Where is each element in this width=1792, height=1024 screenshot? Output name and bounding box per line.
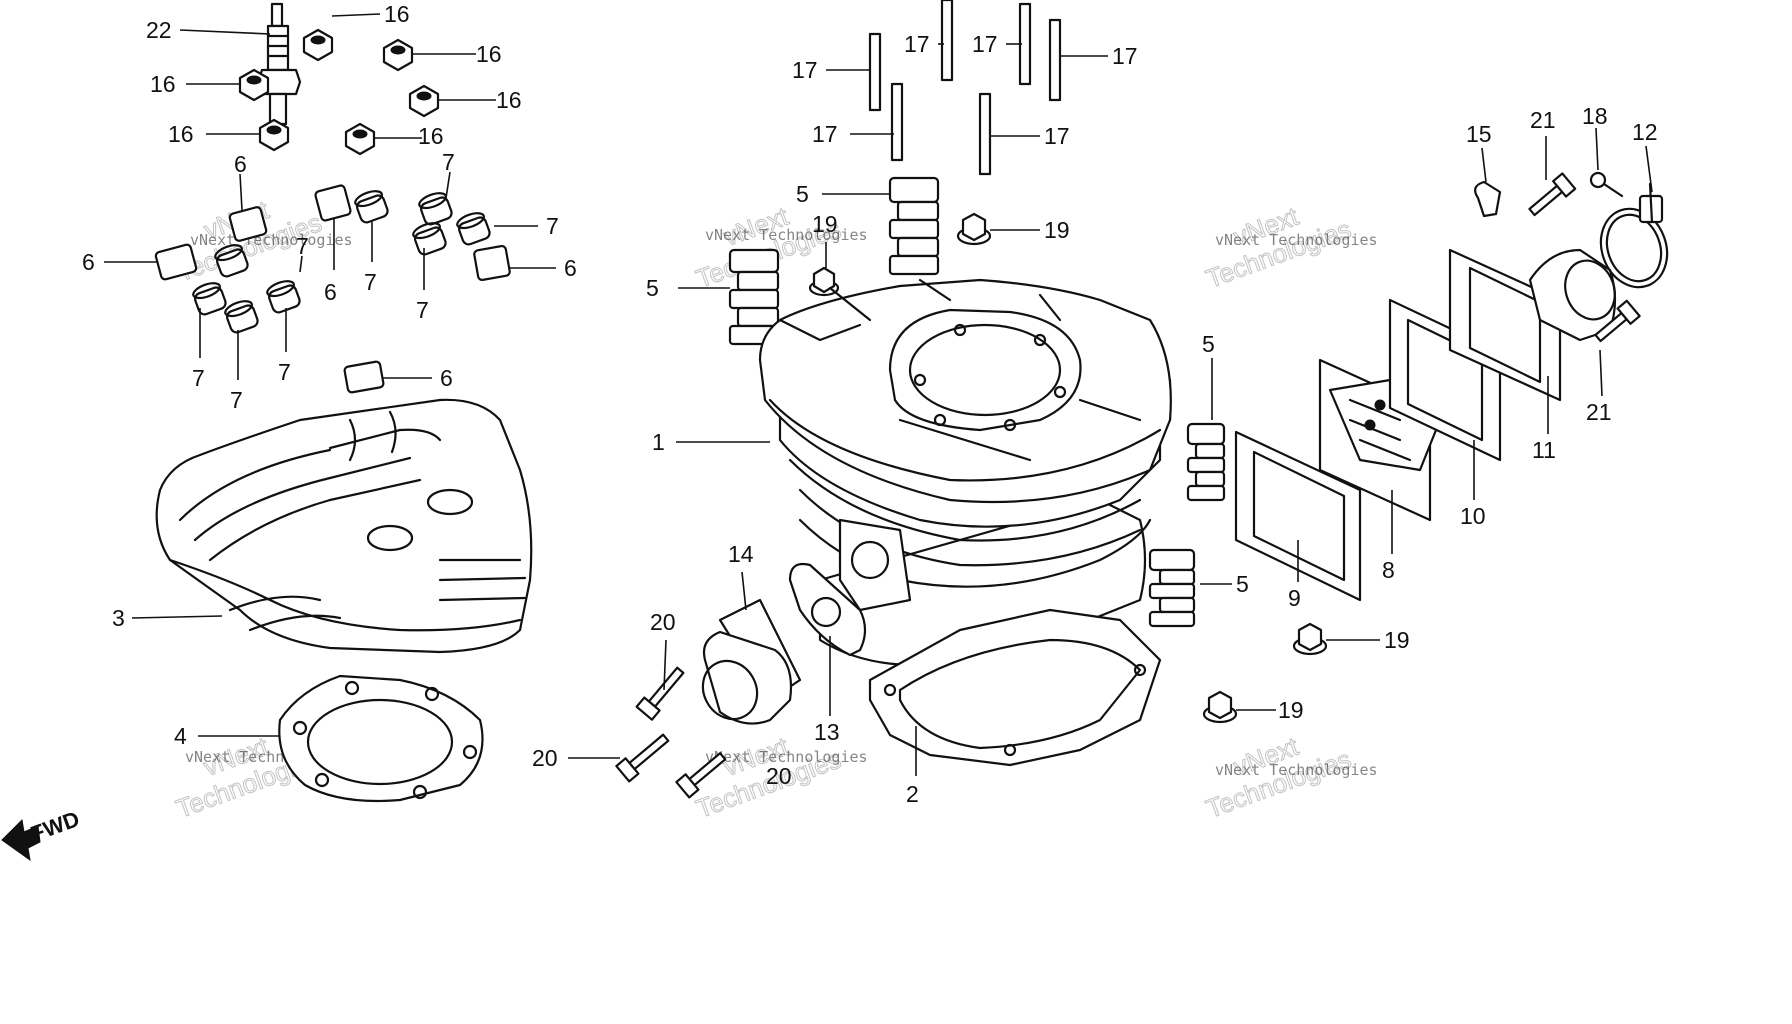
damper-group [154, 184, 511, 394]
callout-8: 8 [1382, 557, 1395, 583]
callout-6: 6 [440, 365, 453, 391]
callout-7: 7 [296, 233, 309, 259]
callout-7: 7 [442, 149, 455, 175]
callout-1: 1 [652, 429, 665, 455]
flange-nut-group [808, 212, 1328, 724]
callout-16: 16 [150, 71, 176, 97]
callout-16: 16 [384, 1, 410, 27]
callout-5: 5 [1236, 571, 1249, 597]
callout-16: 16 [168, 121, 194, 147]
callout-18: 18 [1582, 103, 1608, 129]
fwd-label: FWD [27, 806, 83, 847]
callout-2: 2 [906, 781, 919, 807]
intake-gasket-9 [1234, 430, 1362, 602]
exhaust-flange [701, 598, 802, 725]
callout-20: 20 [532, 745, 558, 771]
callout-21: 21 [1530, 107, 1556, 133]
bolt-group-21 [1528, 172, 1641, 343]
callout-3: 3 [112, 605, 125, 631]
watermark-text: vNext Technologies [705, 226, 868, 244]
watermark-text: vNext Technologies [705, 748, 868, 766]
callout-10: 10 [1460, 503, 1486, 529]
callout-6: 6 [82, 249, 95, 275]
callout-17: 17 [1112, 43, 1138, 69]
callout-20: 20 [650, 609, 676, 635]
intake-clamp [1599, 182, 1669, 289]
callout-11: 11 [1532, 437, 1556, 463]
spark-plug [256, 2, 302, 136]
callout-5: 5 [646, 275, 659, 301]
callout-17: 17 [812, 121, 838, 147]
callout-16: 16 [476, 41, 502, 67]
base-gasket [868, 608, 1162, 767]
callout-17: 17 [972, 31, 998, 57]
callout-7: 7 [546, 213, 559, 239]
callout-19: 19 [1384, 627, 1410, 653]
callout-19: 19 [812, 211, 838, 237]
collar-group [192, 190, 491, 334]
callout-22: 22 [146, 17, 172, 43]
watermark-text: vNext Technologies [1215, 231, 1378, 249]
screw-18 [1589, 171, 1624, 198]
callout-7: 7 [364, 269, 377, 295]
callout-16: 16 [418, 123, 444, 149]
callout-7: 7 [230, 387, 243, 413]
forward-arrow: FWD [1, 806, 83, 862]
callout-6: 6 [564, 255, 577, 281]
stud-group [868, 0, 1062, 176]
callout-16: 16 [496, 87, 522, 113]
callout-labels: 22 16 16 16 16 16 16 6 6 6 6 6 7 7 7 7 7… [82, 1, 1658, 807]
exhaust-gasket [788, 562, 867, 657]
intake-manifold [1448, 248, 1617, 402]
callout-12: 12 [1632, 119, 1658, 145]
callout-19: 19 [1278, 697, 1304, 723]
callout-6: 6 [324, 279, 337, 305]
callout-6: 6 [234, 151, 247, 177]
watermark-text: vNext Technologies [1215, 761, 1378, 779]
callout-17: 17 [1044, 123, 1070, 149]
hose-clip [1474, 180, 1502, 218]
callout-7: 7 [192, 365, 205, 391]
watermark-text: vNext Technologies [190, 231, 353, 249]
nut-group-16 [238, 28, 440, 156]
callout-17: 17 [792, 57, 818, 83]
fin-damper-group [728, 176, 1226, 628]
callout-21: 21 [1586, 399, 1612, 425]
callout-14: 14 [728, 541, 754, 567]
callout-5: 5 [1202, 331, 1215, 357]
callout-15: 15 [1466, 121, 1492, 147]
head-gasket [278, 674, 484, 803]
cylinder-head-cover [155, 398, 533, 654]
callout-20: 20 [766, 763, 792, 789]
callout-13: 13 [814, 719, 840, 745]
callout-9: 9 [1288, 585, 1301, 611]
callout-17: 17 [904, 31, 930, 57]
callout-7: 7 [278, 359, 291, 385]
callout-7: 7 [416, 297, 429, 323]
callout-4: 4 [174, 723, 187, 749]
bolt-group-20 [615, 666, 727, 799]
callout-5: 5 [796, 181, 809, 207]
leader-lines [104, 13, 1653, 776]
callout-19: 19 [1044, 217, 1070, 243]
